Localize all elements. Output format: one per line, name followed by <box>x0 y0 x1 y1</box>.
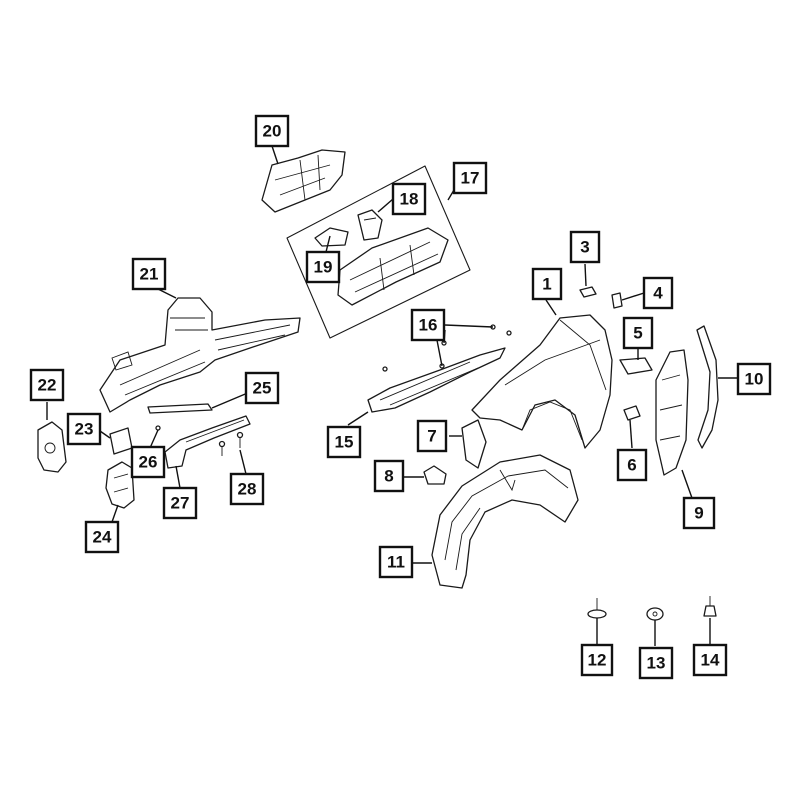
part-13-shape <box>646 607 664 621</box>
callout-22-label: 22 <box>38 376 57 395</box>
callout-24-label: 24 <box>93 528 112 547</box>
part-27-shape <box>164 415 251 469</box>
callout-19: 19 <box>305 250 341 284</box>
callout-17-label: 17 <box>461 169 480 188</box>
callout-13-label: 13 <box>647 654 666 673</box>
callout-26-label: 26 <box>139 453 158 472</box>
callout-4: 4 <box>642 276 674 310</box>
callout-10: 10 <box>736 362 772 396</box>
callout-15: 15 <box>326 425 362 459</box>
callout-14: 14 <box>692 643 728 677</box>
part-10-shape <box>696 325 719 449</box>
callout-20-label: 20 <box>263 122 282 141</box>
part-6-shape <box>623 405 641 421</box>
part-19-shape <box>314 227 449 306</box>
callout-9-label: 9 <box>694 504 703 523</box>
callout-2-label: 12 <box>588 651 607 670</box>
part-28-shape <box>218 431 244 456</box>
callout-5: 5 <box>622 316 654 350</box>
callout-21: 21 <box>131 257 167 291</box>
callout-19-label: 19 <box>314 258 333 277</box>
part-7-shape <box>461 419 487 469</box>
callout-16: 16 <box>410 308 446 342</box>
callout-6: 6 <box>616 448 648 482</box>
callout-27-label: 27 <box>171 494 190 513</box>
part-21-shape <box>99 297 301 413</box>
callout-10-label: 10 <box>745 370 764 389</box>
callout-16-label: 16 <box>419 316 438 335</box>
callout-11-label: 11 <box>387 553 405 572</box>
callout-5-label: 5 <box>633 324 642 343</box>
callout-20: 20 <box>254 114 290 148</box>
part-22-shape <box>37 421 67 473</box>
callout-3-label: 3 <box>580 238 589 257</box>
callout-7: 7 <box>416 419 448 453</box>
callout-14-label: 14 <box>701 651 720 670</box>
callout-28: 28 <box>229 472 265 506</box>
part-15-shape <box>367 347 506 413</box>
callout-28-label: 28 <box>238 480 257 499</box>
part-26-shape <box>155 425 161 431</box>
part-8-shape <box>423 465 447 485</box>
callout-4-label: 4 <box>653 284 663 303</box>
callout-9: 9 <box>682 496 716 530</box>
callout-17: 17 <box>452 161 488 195</box>
part-16-shape <box>382 324 512 372</box>
callout-7-label: 7 <box>427 427 436 446</box>
part-14-shape <box>703 596 717 617</box>
part-25-shape <box>147 403 213 414</box>
callout-11: 11 <box>378 545 414 579</box>
callout-1-label: 1 <box>542 275 551 294</box>
part-3-shape <box>579 286 597 298</box>
callout-15-label: 15 <box>335 433 354 452</box>
part-5-shape <box>619 357 653 375</box>
callout-1: 1 <box>531 267 563 301</box>
part-4-shape <box>611 292 623 309</box>
callout-24: 24 <box>84 520 120 554</box>
callout-25: 25 <box>244 371 280 405</box>
part-11-shape <box>431 454 579 589</box>
part-12-shape <box>587 598 607 619</box>
callout-13: 13 <box>638 646 674 680</box>
callout-27: 27 <box>162 486 198 520</box>
part-24-shape <box>105 461 135 509</box>
callout-21-label: 21 <box>140 265 159 284</box>
callout-3: 3 <box>569 230 601 264</box>
callout-8-label: 8 <box>384 467 393 486</box>
callout-6-label: 6 <box>627 456 636 475</box>
part-18-shape <box>357 209 383 241</box>
callout-23: 23 <box>66 412 102 446</box>
callout-18-label: 18 <box>400 190 419 209</box>
callout-8: 8 <box>373 459 405 493</box>
callout-18: 18 <box>391 182 427 216</box>
callout-25-label: 25 <box>253 379 272 398</box>
callout-26: 26 <box>130 445 166 479</box>
leader-lines <box>46 145 738 646</box>
callout-22: 22 <box>29 368 65 402</box>
part-20-shape <box>261 149 346 213</box>
part-9-shape <box>655 349 689 476</box>
callout-23-label: 23 <box>75 420 94 439</box>
part-1-shape <box>471 314 613 449</box>
callout-2: 12 <box>580 643 614 677</box>
part-23-shape <box>109 427 133 455</box>
